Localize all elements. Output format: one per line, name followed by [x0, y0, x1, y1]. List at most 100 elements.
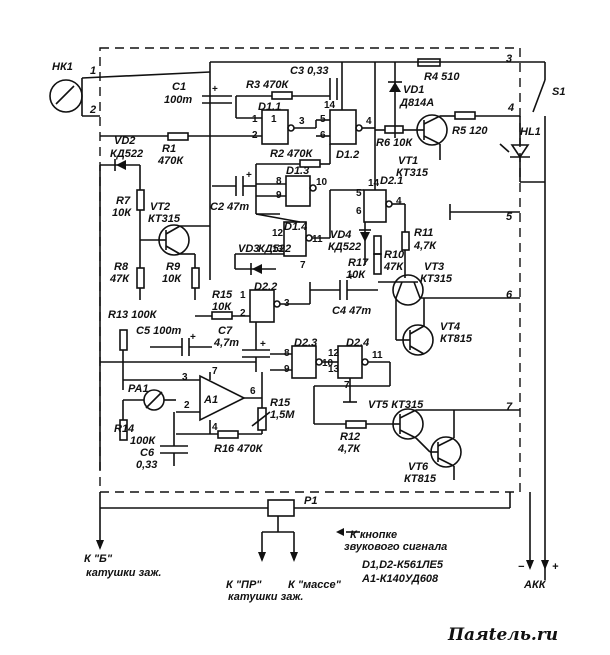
pa1-label: PA1	[128, 383, 149, 395]
gate-d2-3	[291, 345, 323, 379]
resistor-r17	[373, 253, 382, 275]
r1-label: R1	[162, 143, 176, 155]
hl1-label: HL1	[520, 126, 541, 138]
to-horn-label: К кнопке	[350, 529, 397, 541]
svg-text:13: 13	[328, 364, 340, 375]
vt6-type: КТ815	[404, 473, 437, 485]
opamp-a1	[199, 374, 246, 422]
vd3-label: VD3	[238, 243, 259, 255]
svg-text:1: 1	[271, 114, 277, 125]
r17-label: R17	[348, 257, 369, 269]
c6-label: C6	[140, 447, 155, 459]
transistor-vt1	[416, 114, 448, 146]
gate-d2-4	[337, 345, 369, 379]
svg-text:8: 8	[276, 176, 282, 187]
c7-label: C7	[218, 325, 233, 337]
svg-text:11: 11	[312, 234, 323, 245]
c1-label: C1	[172, 81, 186, 93]
svg-text:11: 11	[372, 350, 383, 361]
c6-value: 0,33	[136, 459, 157, 471]
r15-label: R15	[270, 397, 291, 409]
gate-d2-1	[363, 189, 393, 223]
capacitor-c3	[329, 78, 338, 100]
c7-value: 4,7т	[213, 337, 239, 349]
r9-value: 10К	[162, 273, 182, 285]
svg-text:1: 1	[240, 290, 246, 301]
d2-2-label: D2.2	[254, 281, 277, 293]
akk-minus: −	[518, 561, 525, 573]
terminal-3: 3	[506, 53, 512, 65]
d1-3-label: D1.3	[286, 165, 309, 177]
svg-text:1: 1	[252, 114, 258, 125]
d1-2-label: D1.2	[336, 149, 359, 161]
c5-label: C5 100т	[136, 325, 181, 337]
r14-value: 100К	[130, 435, 156, 447]
akk-plus: +	[552, 561, 559, 573]
terminal-4: 4	[507, 102, 514, 114]
s1-label: S1	[552, 86, 565, 98]
resistor-r10	[373, 235, 382, 255]
d2-4-label: D2.4	[346, 337, 369, 349]
watermark: Паяtель.ru	[447, 625, 558, 645]
r12-label: R12	[340, 431, 360, 443]
r1-value: 470К	[157, 155, 184, 167]
vt4-type: КТ815	[440, 333, 473, 345]
vd2-type: КД522	[110, 148, 143, 160]
terminal-6: 6	[506, 289, 513, 301]
svg-text:12: 12	[272, 228, 284, 239]
r17-value: 10К	[346, 269, 366, 281]
akk-label: АКК	[523, 579, 547, 591]
svg-text:+: +	[246, 170, 252, 181]
svg-text:7: 7	[300, 260, 306, 271]
resistor-r11	[401, 231, 410, 251]
svg-text:3: 3	[182, 372, 188, 383]
c3-label: C3 0,33	[290, 65, 329, 77]
to-b-sub: катушки заж.	[86, 567, 161, 579]
vt4-label: VT4	[440, 321, 460, 333]
gate-d1-2	[329, 109, 363, 145]
r9-label: R9	[166, 261, 181, 273]
d2-3-label: D2.3	[294, 337, 317, 349]
transistor-vt2	[158, 224, 190, 256]
r7-label: R7	[116, 195, 131, 207]
svg-text:2: 2	[184, 400, 190, 411]
r10-label: R10	[384, 249, 405, 261]
svg-text:4: 4	[366, 116, 372, 127]
r13-label: R13 100К	[108, 309, 158, 321]
vt1-label: VT1	[398, 155, 418, 167]
resistor-r9	[191, 267, 200, 289]
r3-label: R3 470К	[246, 79, 289, 91]
parts-note-1: D1,D2-К561ЛЕ5	[362, 559, 444, 571]
d2-1-label: D2.1	[380, 175, 403, 187]
r15a-value: 10К	[212, 301, 232, 313]
vd3-type: КД522	[258, 243, 291, 255]
to-horn-sub: звукового сигнала	[344, 541, 447, 553]
gate-d2-2	[249, 289, 281, 323]
c4-label: C4 47т	[332, 305, 371, 317]
svg-text:14: 14	[324, 100, 336, 111]
r6-label: R6 10К	[376, 137, 413, 149]
svg-text:3: 3	[299, 116, 305, 127]
transistor-vt5	[392, 408, 424, 440]
c2-label: C2 47т	[210, 201, 249, 213]
resistor-r5	[454, 111, 476, 120]
svg-text:5: 5	[356, 188, 362, 199]
lamp-hl1	[499, 143, 530, 159]
resistor-r16	[217, 430, 239, 439]
r10-value: 47К	[383, 261, 404, 273]
terminal-1: 1	[90, 65, 96, 77]
parts-note-2: А1-К140УД608	[361, 573, 439, 585]
r15a-label: R15	[212, 289, 233, 301]
p1-label: P1	[304, 495, 317, 507]
resistor-r4	[417, 58, 441, 67]
svg-text:2: 2	[240, 308, 246, 319]
resistor-r8	[136, 267, 145, 289]
transistor-vt4	[396, 324, 434, 356]
svg-text:10: 10	[322, 358, 334, 369]
resistor-r12	[345, 420, 367, 429]
diode-vd4	[359, 222, 371, 265]
capacitor-c2: +	[212, 170, 256, 196]
vt6-label: VT6	[408, 461, 429, 473]
vd4-type: КД522	[328, 241, 361, 253]
svg-text:+: +	[212, 84, 218, 95]
